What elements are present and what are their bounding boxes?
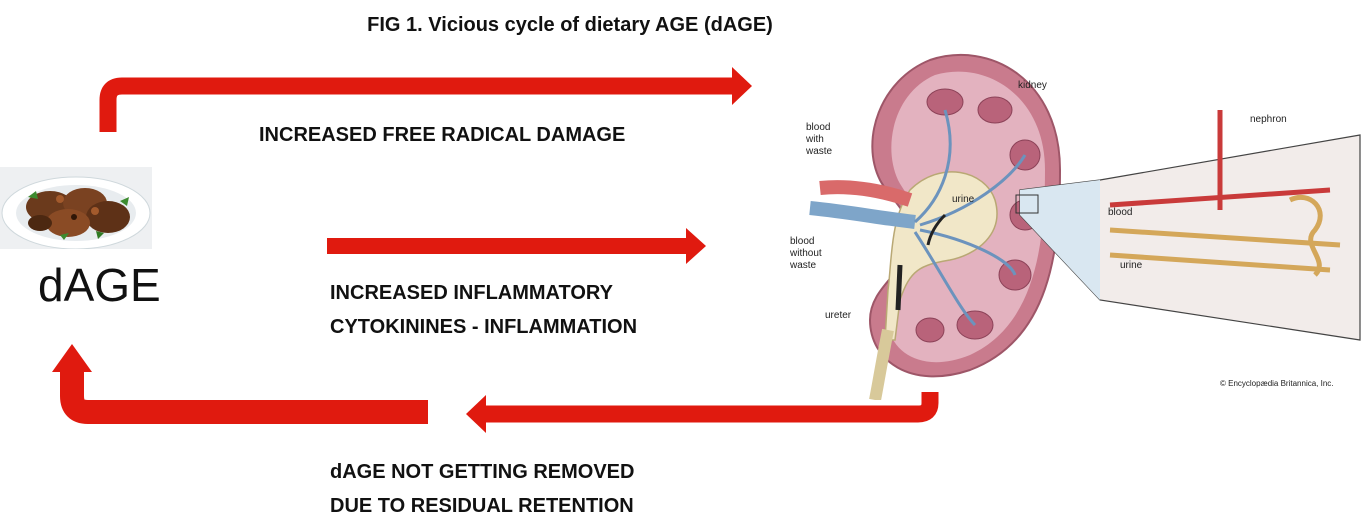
label-waste-1: waste	[805, 146, 833, 157]
label-ureter: ureter	[825, 310, 852, 321]
top-arrow-label: INCREASED FREE RADICAL DAMAGE	[259, 124, 626, 146]
middle-arrow-label-line2: CYTOKININES - INFLAMMATION	[330, 316, 638, 338]
figure-title: FIG 1. Vicious cycle of dietary AGE (dAG…	[367, 14, 773, 36]
middle-arrow-shaft	[327, 238, 689, 254]
label-urine-center: urine	[952, 194, 975, 205]
label-nephron: nephron	[1250, 114, 1287, 125]
label-urine-nephron: urine	[1120, 260, 1143, 271]
kidney-illustration: kidney blood with waste blood without wa…	[789, 54, 1361, 400]
ureter	[869, 328, 894, 400]
label-credit: © Encyclopædia Britannica, Inc.	[1220, 379, 1334, 388]
renal-artery	[819, 180, 913, 207]
nephron-vessels	[1109, 110, 1331, 210]
bottom-arrow	[482, 392, 939, 423]
label-waste-2: waste	[789, 260, 817, 271]
label-blood-without: blood	[790, 236, 814, 247]
food-image	[0, 167, 152, 249]
bottom-arrow-label-line2: DUE TO RESIDUAL RETENTION	[330, 495, 634, 517]
label-with: with	[805, 134, 824, 145]
top-arrow	[99, 77, 735, 132]
bottom-arrow-label-line1: dAGE NOT GETTING REMOVED	[330, 461, 635, 483]
bottom-arrow-head	[466, 395, 486, 433]
label-blood-with: blood	[806, 122, 830, 133]
label-blood-nephron: blood	[1108, 207, 1132, 218]
renal-vein	[809, 201, 916, 229]
middle-arrow-head	[686, 228, 706, 264]
label-kidney: kidney	[1018, 80, 1047, 91]
renal-pelvis	[884, 171, 998, 341]
vein-branches	[913, 109, 1027, 327]
left-arrow	[60, 372, 428, 424]
top-arrow-head	[732, 67, 752, 105]
left-arrow-head	[52, 344, 92, 372]
label-without: without	[789, 248, 822, 259]
dage-label: dAGE	[38, 259, 161, 311]
middle-arrow-label-line1: INCREASED INFLAMMATORY	[330, 282, 613, 304]
